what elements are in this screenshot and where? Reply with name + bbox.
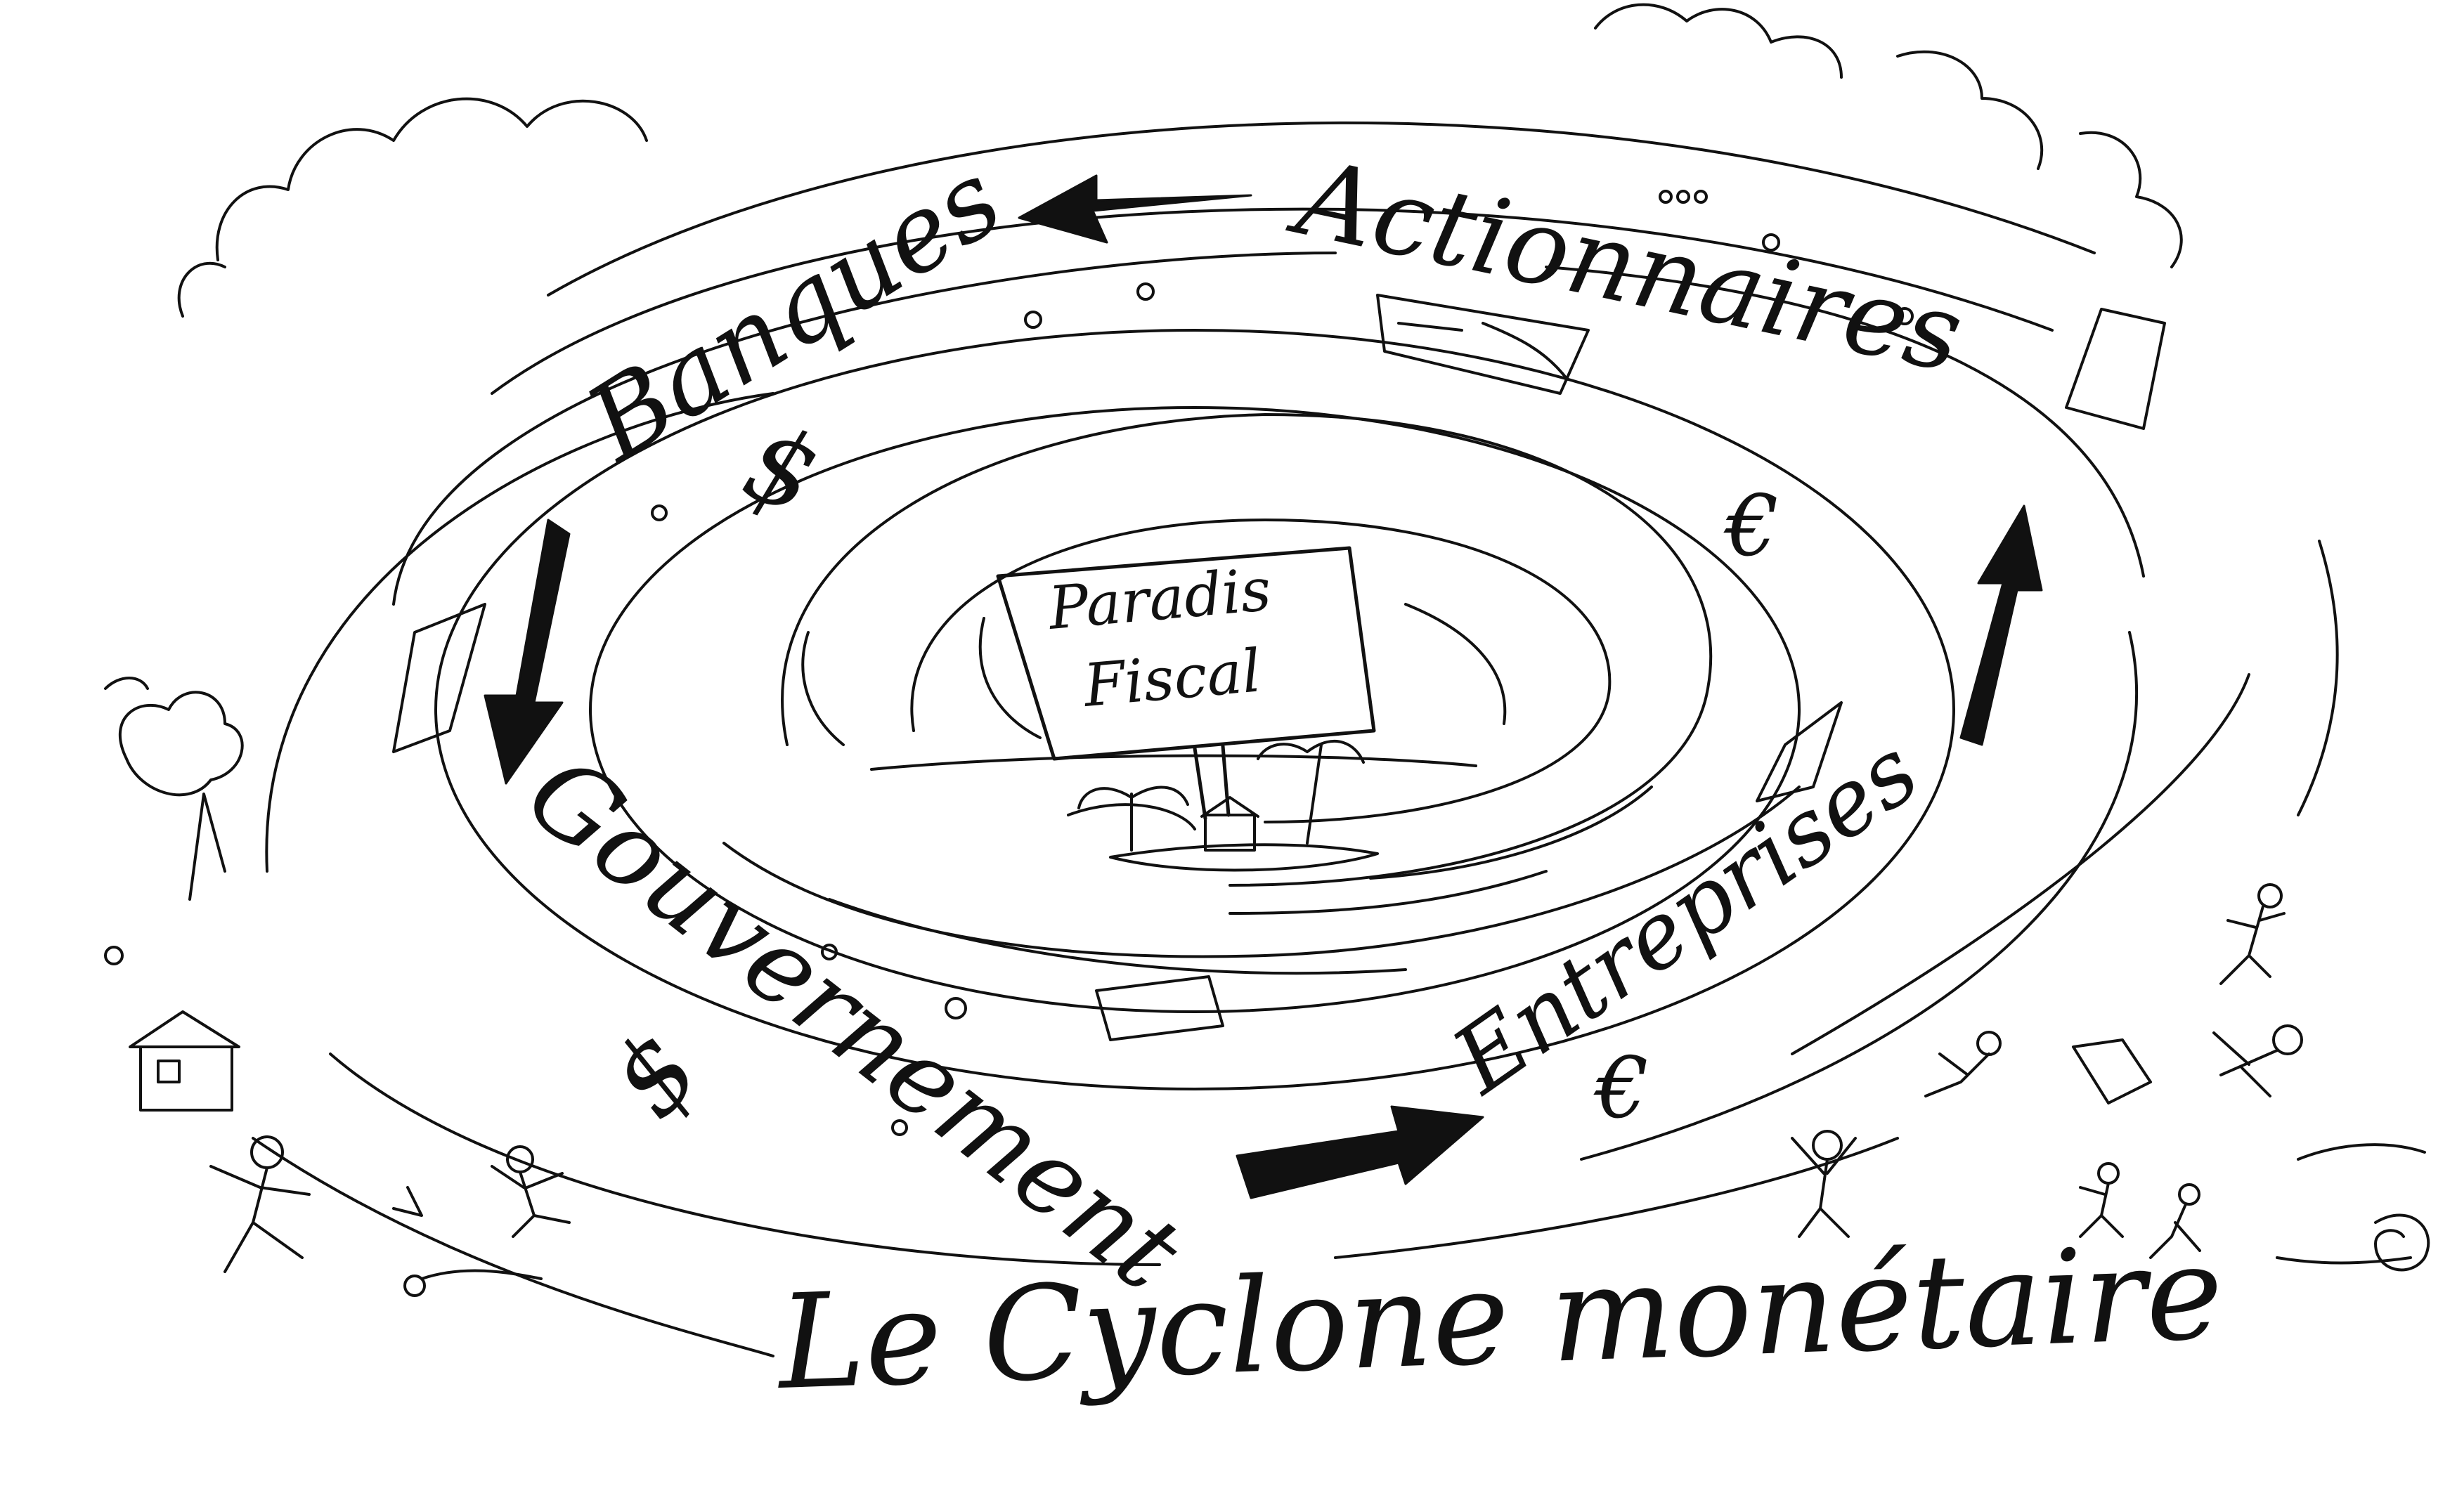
mid-rings [434,329,1955,1090]
cycle-labels: Banques Actionnaires Gouvernement Entrep… [505,136,1973,1315]
label-entreprises: Entreprises [1433,717,1937,1115]
flying-bills [392,294,2166,1041]
dollar-sign-1: $ [730,400,834,538]
right-scene [1791,883,2430,1272]
debris-marks [104,190,1914,1136]
arrow-to-entreprises [1236,1105,1484,1199]
arrow-to-actionnaires [1959,504,2043,746]
outer-wind-lines [252,121,2339,1357]
drawing-title: Le Cyclone monétaire [774,1216,2225,1419]
euro-sign-1: € [1723,478,1779,575]
label-gouvernement: Gouvernement [505,731,1203,1315]
inner-swirl [722,413,1801,975]
euro-sign-2: € [1593,1040,1649,1138]
paradis-fiscal-sign: Paradis Fiscal [996,546,1376,821]
label-actionnaires: Actionnaires [1280,136,1973,397]
dollar-sign-2: $ [586,1010,723,1140]
flow-arrows [484,174,2043,1199]
tax-haven-island [870,739,1477,872]
left-scene [104,677,571,1297]
arrow-to-banques [1018,174,1252,244]
storm-clouds [177,3,2183,318]
arrow-to-gouvernement [484,519,571,785]
sign-line-2: Fiscal [1080,636,1264,720]
